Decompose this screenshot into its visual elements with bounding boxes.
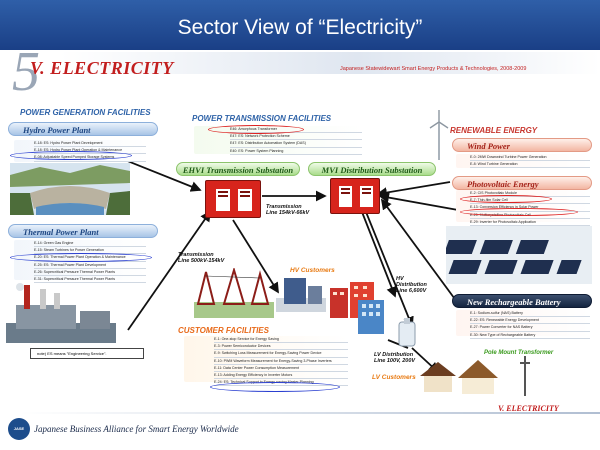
renewable-heading: RENEWABLE ENERGY bbox=[450, 126, 538, 135]
list-item: E-14: Green Gas Engine bbox=[34, 240, 146, 248]
page-title: Sector View of “Electricity” bbox=[177, 16, 423, 39]
list-item: E47: ES: Network Protection Scheme bbox=[230, 133, 362, 141]
utility-pole-illustration bbox=[520, 356, 530, 396]
highlight-oval bbox=[460, 208, 578, 216]
header-stripe bbox=[60, 52, 600, 74]
lv-houses-illustration bbox=[420, 360, 498, 394]
wind-power-band: Wind Power bbox=[452, 138, 592, 152]
jase-logo-icon: JASE bbox=[8, 418, 30, 440]
hydro-power-band: Hydro Power Plant bbox=[8, 122, 158, 136]
power-generation-heading: POWER GENERATION FACILITIES bbox=[20, 108, 151, 117]
wind-list: E-0: 2MW Downwind Turbine Power Generati… bbox=[456, 154, 590, 169]
title-banner bbox=[0, 0, 600, 50]
highlight-oval bbox=[10, 151, 132, 160]
office-building-illustration bbox=[358, 300, 384, 334]
customer-list: E-1: One-stop Service for Energy Saving … bbox=[184, 336, 348, 387]
list-item: E-0: 2MW Downwind Turbine Power Generati… bbox=[470, 154, 590, 162]
photovoltaic-band: Photovoltaic Energy bbox=[452, 176, 592, 190]
list-item: E-11: Data Center Power Consumption Meas… bbox=[214, 365, 348, 373]
chapter-title: V. ELECTRICITY bbox=[30, 58, 174, 78]
thermal-plant-illustration bbox=[6, 283, 116, 343]
list-item: E-31: Supercritical Pressure Thermal Pow… bbox=[34, 276, 146, 284]
pole-mount-label: Pole Mount Transformer bbox=[484, 350, 554, 356]
transmission-towers-illustration bbox=[194, 268, 274, 318]
transmission-154-label: Transmission Line 154kV-66kV bbox=[266, 204, 310, 216]
factory-illustration bbox=[276, 278, 326, 312]
thermal-power-band: Thermal Power Plant bbox=[8, 224, 158, 238]
list-item: E-1: Sodium-sulfur (NAS) Battery bbox=[470, 310, 590, 318]
lv-customers-label: LV Customers bbox=[372, 374, 416, 381]
list-item: E47: ES: Distribution Automation System … bbox=[230, 140, 362, 148]
wind-turbine-illustration bbox=[429, 110, 449, 160]
highlight-oval bbox=[210, 382, 340, 392]
footer-org: Japanese Business Alliance for Smart Ene… bbox=[34, 424, 239, 434]
list-item: E-18: ES: Hydro Power Plant Development bbox=[34, 140, 146, 148]
list-item: E-1: One-stop Service for Energy Saving bbox=[214, 336, 348, 344]
footer-chapter: V. ELECTRICITY bbox=[498, 404, 559, 413]
list-item: E-26: Supercritical Pressure Thermal Pow… bbox=[34, 269, 146, 277]
customer-facilities-heading: CUSTOMER FACILITIES bbox=[178, 326, 269, 335]
hv-customers-label: HV Customers bbox=[290, 267, 335, 274]
list-item: E-3: Power Semiconductor Devices bbox=[214, 343, 348, 351]
lv-distribution-label: LV Distribution Line 100V, 200V bbox=[374, 352, 416, 364]
mvi-substation-band: MVI Distribution Substation bbox=[308, 162, 436, 176]
solar-array-illustration bbox=[446, 226, 592, 284]
list-item: E-9: Switching Loss Measurement for Ener… bbox=[214, 350, 348, 358]
header-subtitle: Japanese Statewidewart Smart Energy Prod… bbox=[340, 66, 527, 72]
footer-divider bbox=[20, 412, 600, 414]
list-item: E-10: PWM Waveform Measurement for Energ… bbox=[214, 358, 348, 365]
es-note: note) ES means "Engineering Service". bbox=[30, 348, 144, 359]
mvi-substation-icon bbox=[330, 178, 380, 214]
list-item: E-29: Inverter for Photovoltaic Applicat… bbox=[470, 219, 590, 227]
transformer-illustration bbox=[398, 318, 416, 347]
chapter-number: 5 bbox=[12, 41, 40, 103]
transmission-500-label: Transmission Line 500kV-154kV bbox=[178, 252, 225, 264]
list-item: E-8: Wind Turbine Generation bbox=[470, 161, 590, 169]
hv-distribution-label: HV Distribution Line 6,600V bbox=[396, 276, 427, 294]
highlight-oval bbox=[460, 195, 552, 203]
list-item: E-30: New Type of Rechargeable Battery bbox=[470, 332, 590, 339]
battery-band: New Rechargeable Battery bbox=[452, 294, 592, 308]
list-item: E-22: ES: Renewable Energy Development bbox=[470, 317, 590, 325]
list-item: E40: ES: Power System Planning bbox=[230, 148, 362, 155]
power-transmission-heading: POWER TRANSMISSION FACILITIES bbox=[192, 114, 332, 123]
dam-illustration bbox=[10, 163, 130, 215]
battery-list: E-1: Sodium-sulfur (NAS) Battery E-22: E… bbox=[456, 310, 590, 339]
ehv-substation-band: EHVI Transmission Substation bbox=[176, 162, 300, 176]
list-item: E-27: Power Converter for NAS Battery bbox=[470, 324, 590, 332]
highlight-oval bbox=[208, 125, 304, 134]
list-item: E-25: ES: Thermal Power Plant Developmen… bbox=[34, 262, 146, 269]
highlight-oval bbox=[10, 253, 152, 262]
list-item: E-13: Adding Energy Efficiency in Invert… bbox=[214, 372, 348, 380]
ehv-substation-icon bbox=[205, 180, 261, 218]
